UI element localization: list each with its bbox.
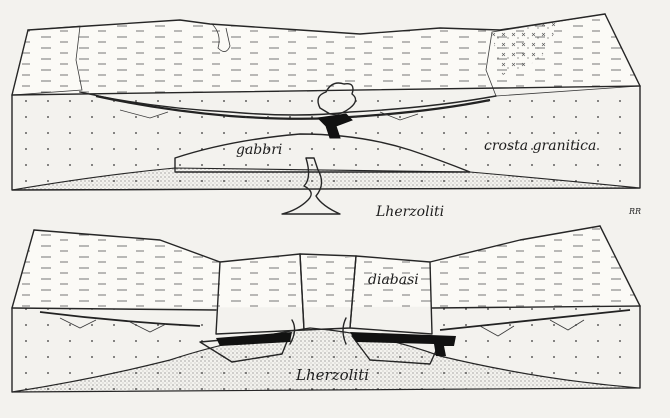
top-crust-face	[12, 86, 640, 190]
label-crosta-granitica: crosta granitica	[484, 138, 596, 154]
top-panel: gabbri crosta granitica Lherzoliti	[11, 13, 641, 220]
bottom-black-conduit-right	[350, 332, 456, 356]
top-rising-blob	[317, 82, 357, 116]
top-dike	[281, 157, 341, 215]
label-lherzoliti-top: Lherzoliti	[375, 204, 444, 220]
label-diabasi: diabasi	[368, 272, 419, 288]
top-mantle-dome	[11, 167, 641, 191]
label-gabbri: gabbri	[236, 142, 282, 158]
bottom-panel: diabasi Lherzoliti	[11, 225, 641, 393]
bottom-black-conduit-left	[216, 332, 292, 346]
top-black-conduit	[316, 113, 353, 139]
bottom-mantle-dome	[11, 327, 641, 393]
artist-signature: RR	[628, 207, 641, 216]
top-gabbro-lens	[174, 133, 471, 173]
label-lherzoliti-bottom: Lherzoliti	[295, 366, 369, 384]
